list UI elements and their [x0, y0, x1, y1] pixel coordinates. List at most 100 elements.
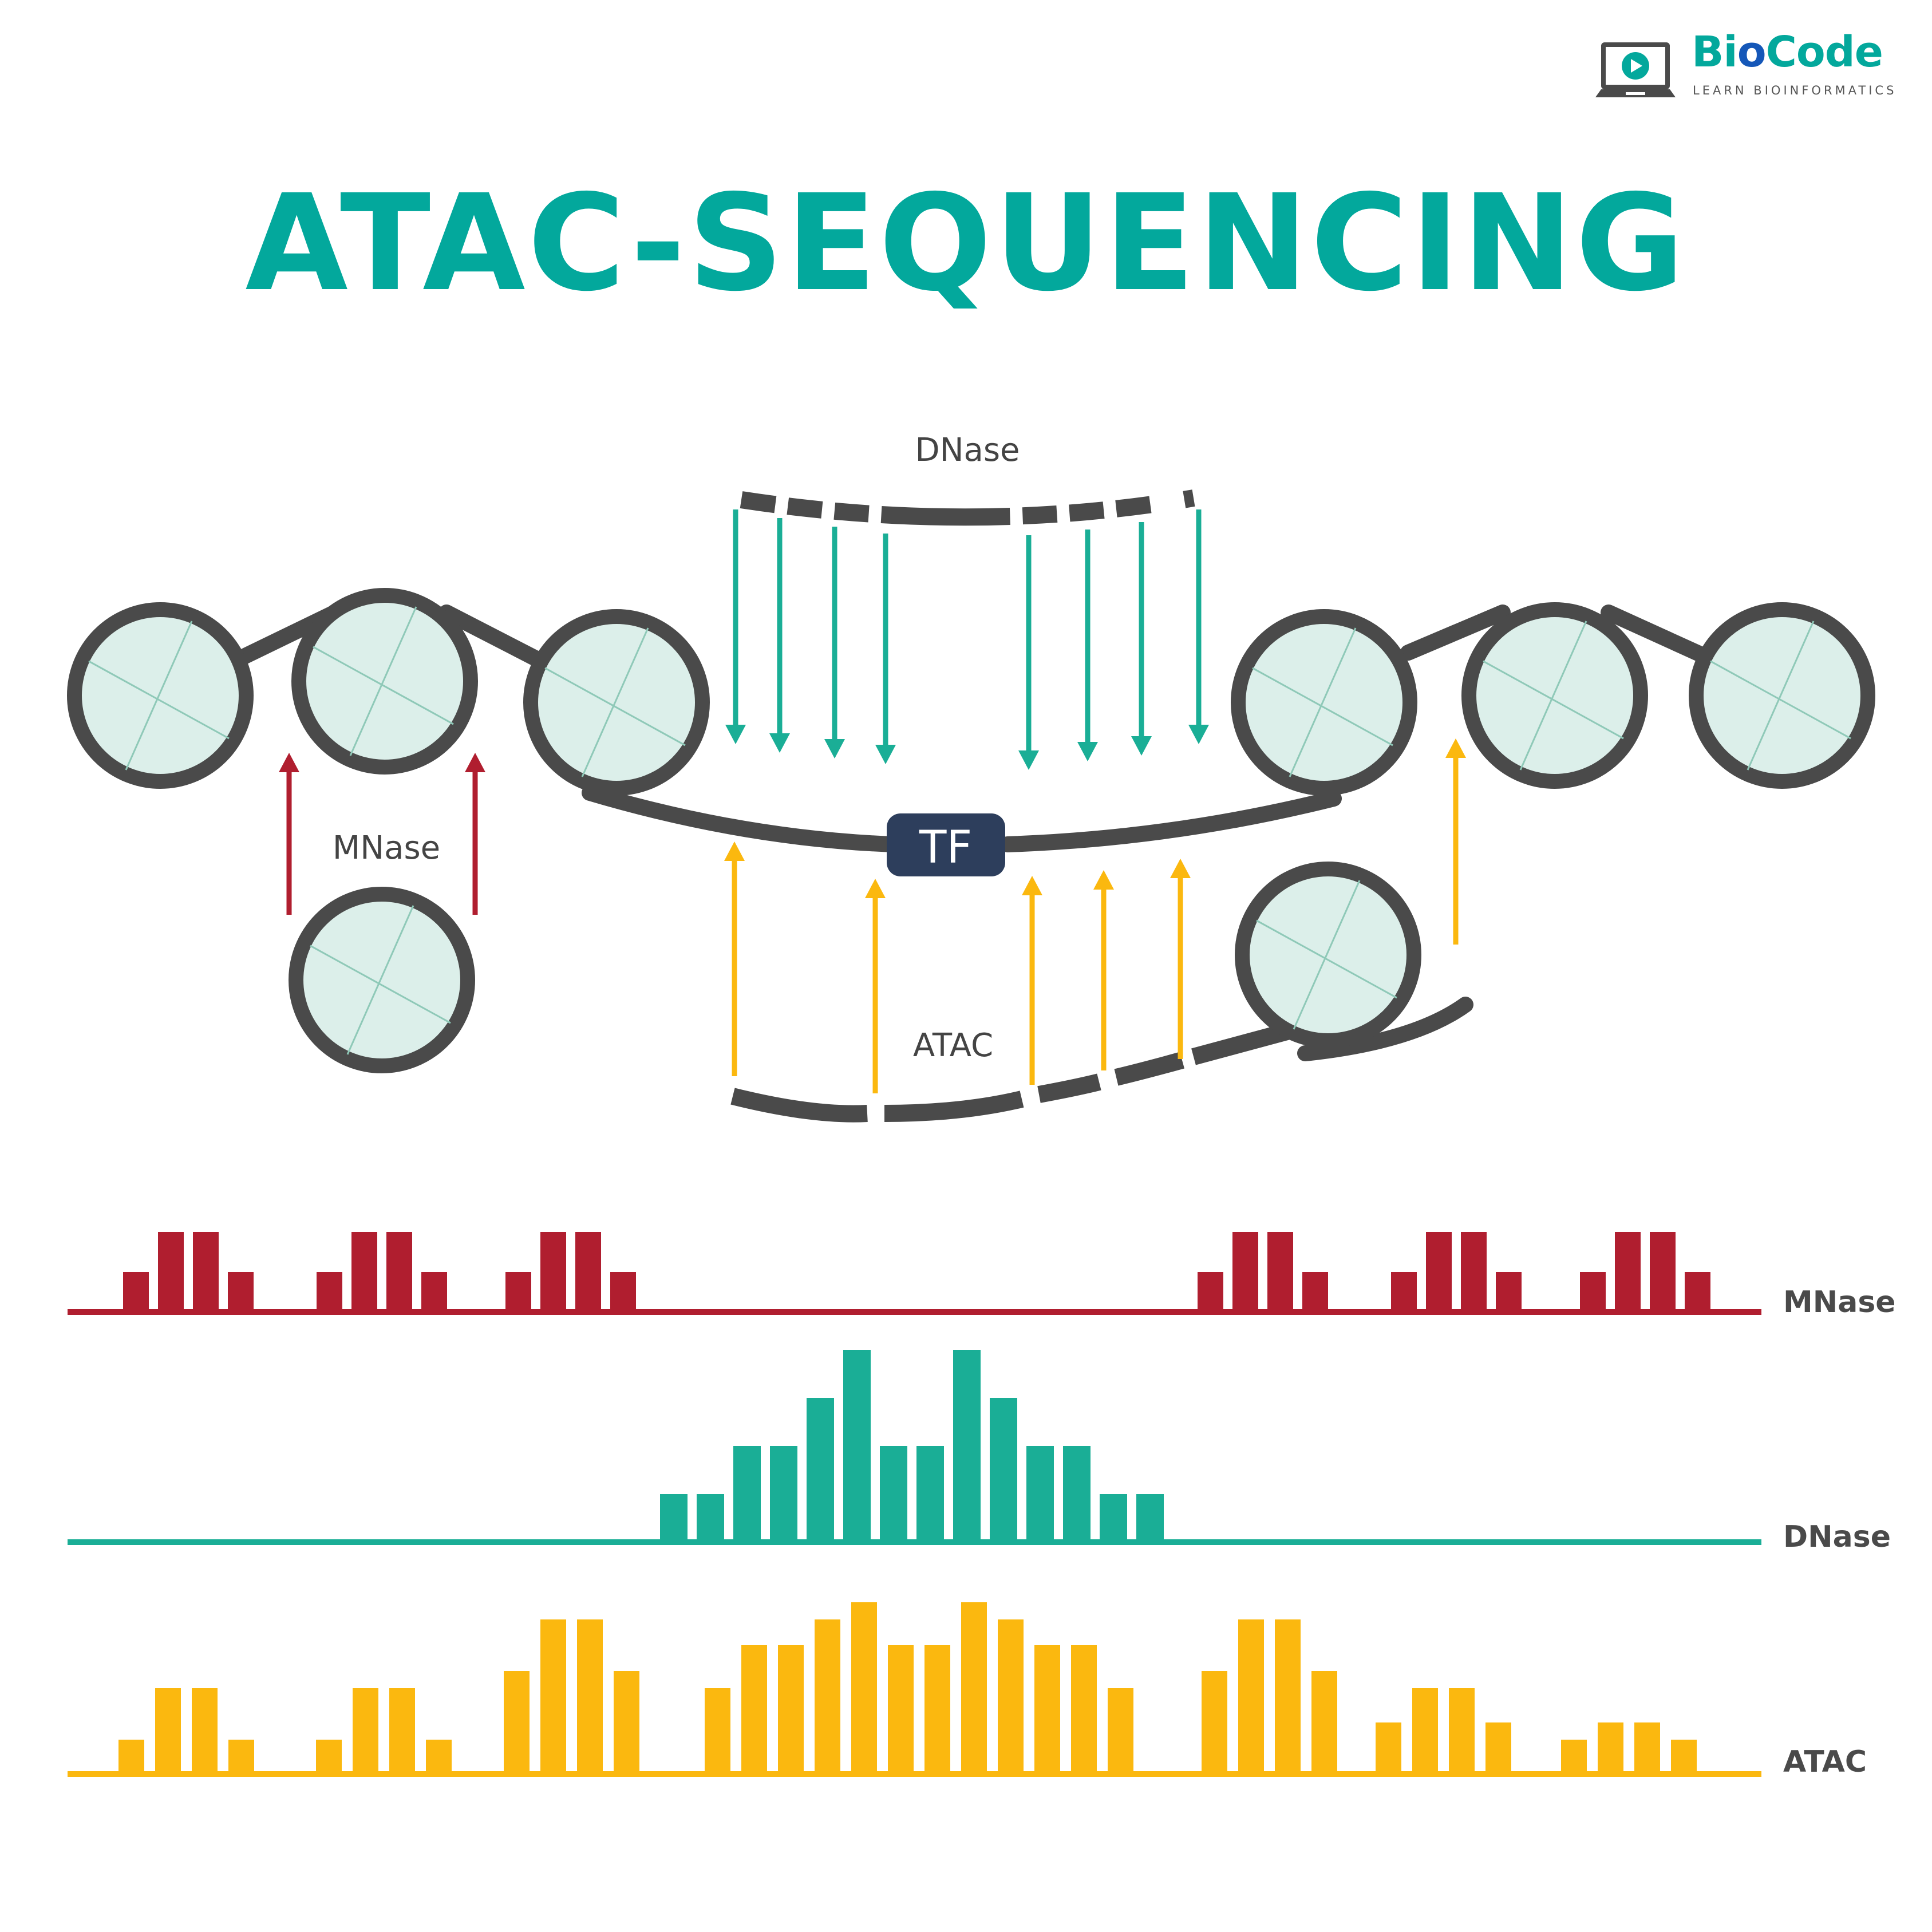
signal-bar	[990, 1398, 1017, 1542]
atac-cut-dna-fragment	[730, 1010, 1336, 1123]
signal-bar	[1071, 1645, 1097, 1774]
atac-cut-arrow	[1170, 859, 1191, 1059]
signal-bar	[660, 1494, 688, 1542]
signal-bar	[421, 1272, 447, 1312]
signal-bar	[807, 1398, 834, 1542]
dnase-cut-arrow	[1131, 522, 1152, 756]
signal-bar	[575, 1232, 601, 1312]
signal-bar	[697, 1494, 724, 1542]
dnase-top-label: DNase	[915, 432, 1020, 469]
signal-bar	[843, 1350, 871, 1542]
biocode-logo: BioCode LEARN BIOINFORMATICS	[1594, 31, 1915, 103]
signal-bar	[1238, 1619, 1264, 1774]
histone-divider	[581, 627, 649, 777]
dnase-cut-dna-fragment	[740, 489, 1195, 526]
atac-cut-arrow	[865, 879, 886, 1093]
signal-bar	[317, 1272, 342, 1312]
signal-bar	[1461, 1232, 1487, 1312]
signal-bar	[998, 1619, 1024, 1774]
dnase-cut-arrow	[1077, 530, 1098, 761]
signal-bar	[770, 1446, 797, 1542]
signal-bar	[1063, 1446, 1091, 1542]
signal-bar	[1136, 1494, 1164, 1542]
signal-bar	[1311, 1671, 1337, 1774]
signal-bar	[426, 1740, 452, 1774]
mnase-cut-arrow	[279, 753, 299, 915]
signal-bar	[705, 1688, 730, 1774]
signal-bar	[733, 1446, 761, 1542]
linker-dna	[232, 605, 1711, 1061]
signal-bar	[192, 1688, 218, 1774]
signal-bar	[924, 1645, 950, 1774]
nucleosome	[523, 609, 710, 796]
track-label-atac: ATAC	[1783, 1745, 1867, 1779]
signal-tracks	[68, 1232, 1761, 1777]
signal-bar	[1391, 1272, 1417, 1312]
signal-bar	[1634, 1722, 1660, 1774]
histone-divider	[310, 945, 451, 1024]
histone-divider	[1252, 667, 1393, 746]
brand-suffix: Code	[1765, 27, 1883, 77]
signal-bar	[1202, 1671, 1227, 1774]
signal-bar	[610, 1272, 636, 1312]
nucleosomes	[67, 588, 1875, 1073]
nucleosome	[291, 588, 478, 775]
histone-octamer	[1235, 862, 1421, 1048]
mnase-diagram-label: MNase	[333, 829, 440, 867]
signal-bar	[193, 1232, 219, 1312]
histone-octamer	[67, 602, 254, 789]
signal-bar	[228, 1272, 254, 1312]
histone-divider	[1293, 880, 1361, 1030]
brand-prefix: Bi	[1692, 27, 1738, 77]
histone-octamer	[291, 588, 478, 775]
histone-divider	[544, 667, 686, 746]
signal-bar	[505, 1272, 531, 1312]
track-label-mnase: MNase	[1783, 1285, 1896, 1319]
signal-bar	[577, 1619, 603, 1774]
histone-octamer	[523, 609, 710, 796]
histone-divider	[349, 606, 417, 756]
atac-cut-arrow	[1022, 876, 1042, 1085]
tf-label: TF	[919, 822, 973, 874]
signal-bar	[888, 1645, 914, 1774]
signal-bar	[1100, 1494, 1127, 1542]
signal-bar	[155, 1688, 181, 1774]
dnase-cut-arrow	[1188, 509, 1209, 744]
signal-bar	[880, 1446, 907, 1542]
signal-bar	[1580, 1272, 1606, 1312]
track-label-dnase: DNase	[1783, 1520, 1891, 1554]
histone-octamer	[1689, 602, 1875, 789]
signal-bar	[778, 1645, 804, 1774]
histone-divider	[1483, 660, 1624, 740]
nucleosome	[1689, 602, 1875, 789]
signal-bar	[1426, 1232, 1452, 1312]
page-title: ATAC-SEQUENCING	[245, 166, 1687, 321]
dnase-cut-arrow	[725, 509, 746, 744]
signal-bar	[389, 1688, 415, 1774]
signal-bar	[741, 1645, 767, 1774]
signal-bar	[1485, 1722, 1511, 1774]
signal-bar	[1685, 1272, 1710, 1312]
histone-octamer	[1461, 602, 1648, 789]
enzyme-arrows	[279, 509, 1466, 1093]
signal-bar	[961, 1602, 987, 1774]
histone-divider	[1256, 919, 1397, 999]
nucleosome	[1231, 609, 1417, 796]
signal-bar	[351, 1232, 377, 1312]
signal-bar	[1449, 1688, 1475, 1774]
histone-divider	[1289, 627, 1357, 777]
signal-bar	[123, 1272, 149, 1312]
track-atac	[68, 1602, 1761, 1777]
atac-cut-arrow	[1445, 738, 1466, 945]
signal-bar	[1376, 1722, 1401, 1774]
signal-bar	[316, 1740, 342, 1774]
signal-bar	[386, 1232, 412, 1312]
signal-bar	[1267, 1232, 1293, 1312]
signal-bar	[540, 1232, 566, 1312]
signal-bar	[815, 1619, 840, 1774]
track-mnase	[68, 1232, 1761, 1315]
nucleosome	[67, 602, 254, 789]
brand-name: BioCode	[1692, 31, 1883, 73]
signal-bar	[1561, 1740, 1587, 1774]
histone-divider	[313, 646, 454, 725]
